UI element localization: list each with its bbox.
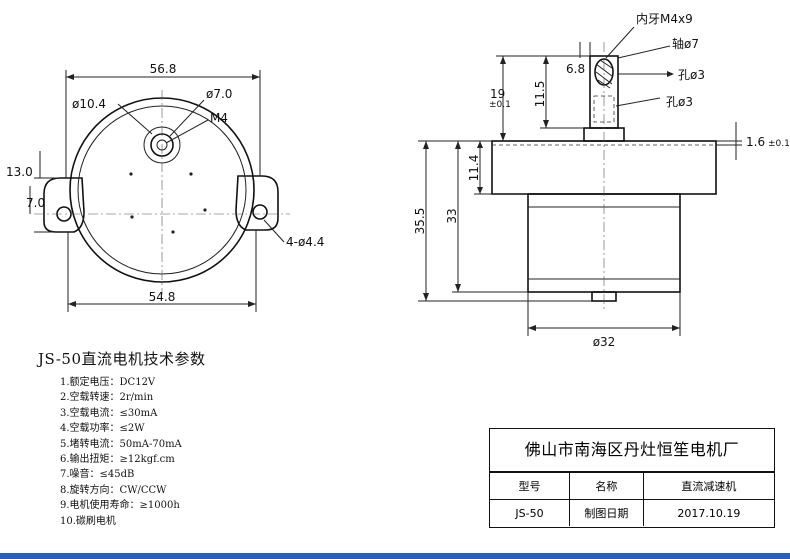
callout-thread: 内牙M4x9	[636, 12, 693, 26]
spec-item: 3.空载电流：≤30mA	[60, 407, 158, 419]
date-value: 2017.10.19	[642, 499, 774, 526]
rivet	[203, 208, 207, 212]
spec-item: 9.电机使用寿命：≥1000h	[60, 500, 180, 512]
spec-title: JS-50直流电机技术参数	[38, 350, 206, 368]
header-name: 名称	[569, 472, 644, 500]
side-view: 内牙M4x9 轴ø7 孔ø3 孔ø3 6.8 11.5 19 ±0.1 1.6 …	[413, 12, 790, 349]
name-value: 直流减速机	[642, 472, 774, 500]
right-mount-ear	[235, 175, 279, 231]
dim-shaft-length: 11.5	[533, 81, 547, 108]
header-model: 型号	[490, 472, 571, 500]
dim-flange-tol: ±0.1	[768, 139, 790, 149]
dim-height-total: 35.5	[413, 208, 427, 235]
dim-thread: M4	[210, 111, 228, 125]
rivet	[189, 172, 193, 176]
spec-item: 8.旋转方向：CW/CCW	[60, 484, 167, 496]
spec-item: 4.空载功率：≤2W	[60, 423, 145, 435]
dim-width-top: 56.8	[150, 62, 177, 76]
callout-hole-2: 孔ø3	[666, 95, 693, 109]
callout-shaft: 轴ø7	[672, 36, 699, 51]
right-mount-hole	[252, 204, 268, 220]
rivet	[171, 230, 175, 234]
dim-width-bottom: 54.8	[149, 290, 176, 304]
dim-mount-holes: 4-ø4.4	[286, 235, 324, 249]
company-name: 佛山市南海区丹灶恒笙电机厂	[490, 429, 774, 472]
model-value: JS-50	[490, 499, 571, 526]
spec-item: 10.碳刷电机	[60, 515, 116, 527]
dim-gearbox-height: 11.4	[467, 155, 481, 182]
dim-flat: 6.8	[566, 62, 585, 76]
dim-shaft-dia: ø7.0	[206, 87, 232, 101]
header-date: 制图日期	[569, 499, 644, 526]
title-block-table: 型号 名称 直流减速机 JS-50 制图日期 2017.10.19	[490, 472, 774, 526]
rivet	[130, 215, 134, 219]
dim-flange: 1.6	[746, 135, 765, 149]
spec-item: 1.额定电压：DC12V	[60, 377, 156, 388]
spec-item: 7.噪音：≤45dB	[60, 469, 135, 481]
dim-tab-height: 13.0	[6, 165, 33, 179]
front-view: 56.8 54.8 ø10.4 ø7.0 M4 13.0 7.0 4-ø4.4	[6, 62, 324, 312]
callout-hole-1: 孔ø3	[678, 68, 705, 82]
rivet	[129, 172, 133, 176]
dim-shaft-total-tol: ±0.1	[489, 100, 511, 110]
dim-tab-offset: 7.0	[26, 196, 45, 210]
spec-item: 2.空载转速：2r/min	[60, 392, 154, 404]
bottom-rule	[0, 553, 790, 559]
spec-list: JS-50直流电机技术参数 1.额定电压：DC12V 2.空载转速：2r/min…	[38, 348, 368, 529]
title-block: 佛山市南海区丹灶恒笙电机厂 型号 名称 直流减速机 JS-50 制图日期 201…	[489, 428, 775, 528]
dim-boss-dia: ø10.4	[72, 97, 106, 111]
left-mount-ear	[43, 177, 85, 233]
spec-item: 6.输出扭矩：≥12kgf.cm	[60, 454, 175, 466]
spec-item: 5.堵转电流：50mA-70mA	[60, 438, 182, 450]
dim-shaft-total: 19	[490, 87, 505, 101]
dim-diameter: ø32	[593, 335, 616, 349]
dim-height-body: 33	[445, 208, 459, 223]
